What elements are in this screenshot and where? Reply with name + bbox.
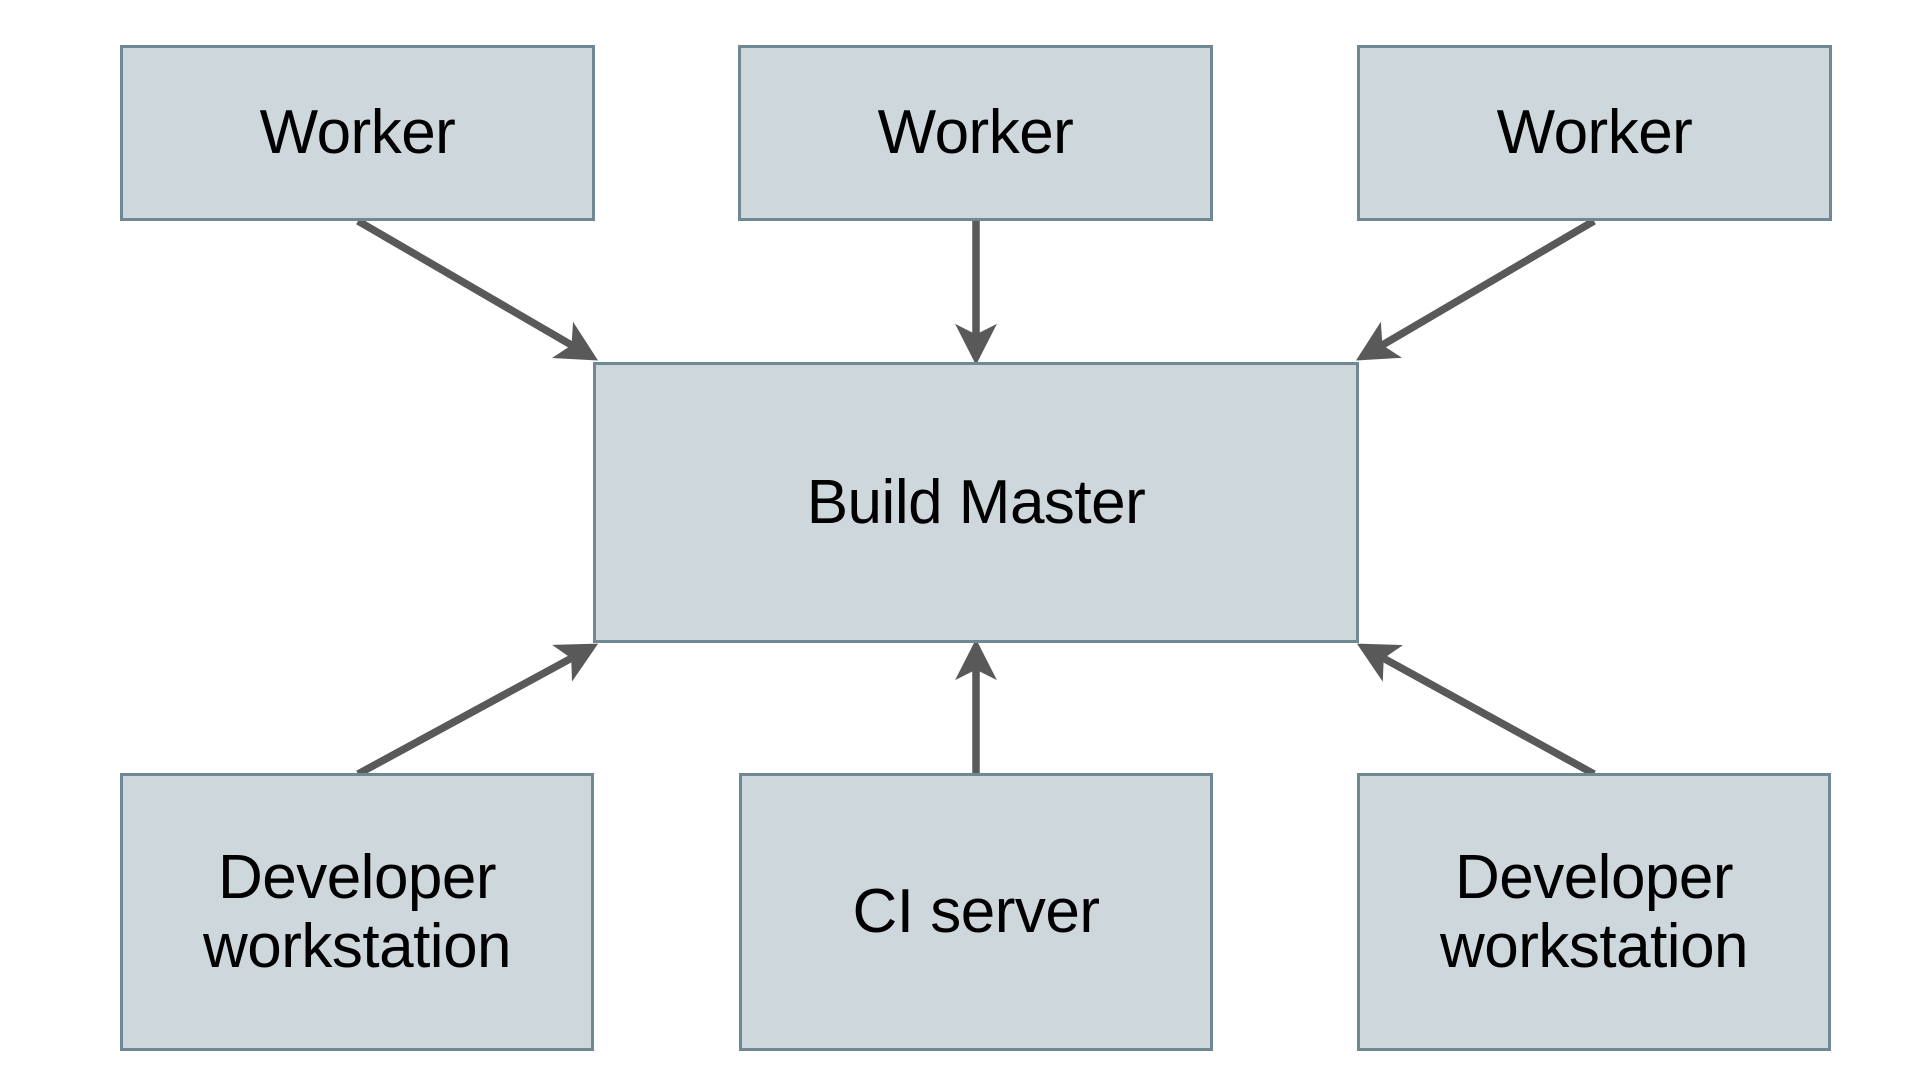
node-label: Worker xyxy=(877,98,1074,168)
edge-worker-3-to-master xyxy=(1355,217,1596,361)
node-developer-workstation-1[interactable]: Developer workstation xyxy=(120,773,594,1051)
edge-worker-1-to-master xyxy=(356,217,599,361)
node-developer-workstation-2[interactable]: Developer workstation xyxy=(1357,773,1831,1051)
node-build-master[interactable]: Build Master xyxy=(593,362,1359,643)
node-worker-1[interactable]: Worker xyxy=(120,45,595,221)
node-label: Build Master xyxy=(806,467,1146,537)
node-label: Developer workstation xyxy=(202,842,512,981)
node-label: Developer workstation xyxy=(1439,842,1749,981)
edge-dev-2-to-master xyxy=(1356,643,1596,778)
node-label: CI server xyxy=(852,877,1100,947)
edge-dev-1-to-master xyxy=(356,643,599,778)
node-label: Worker xyxy=(1496,98,1693,168)
node-worker-2[interactable]: Worker xyxy=(738,45,1213,221)
node-ci-server[interactable]: CI server xyxy=(739,773,1213,1051)
node-worker-3[interactable]: Worker xyxy=(1357,45,1832,221)
node-label: Worker xyxy=(259,98,456,168)
